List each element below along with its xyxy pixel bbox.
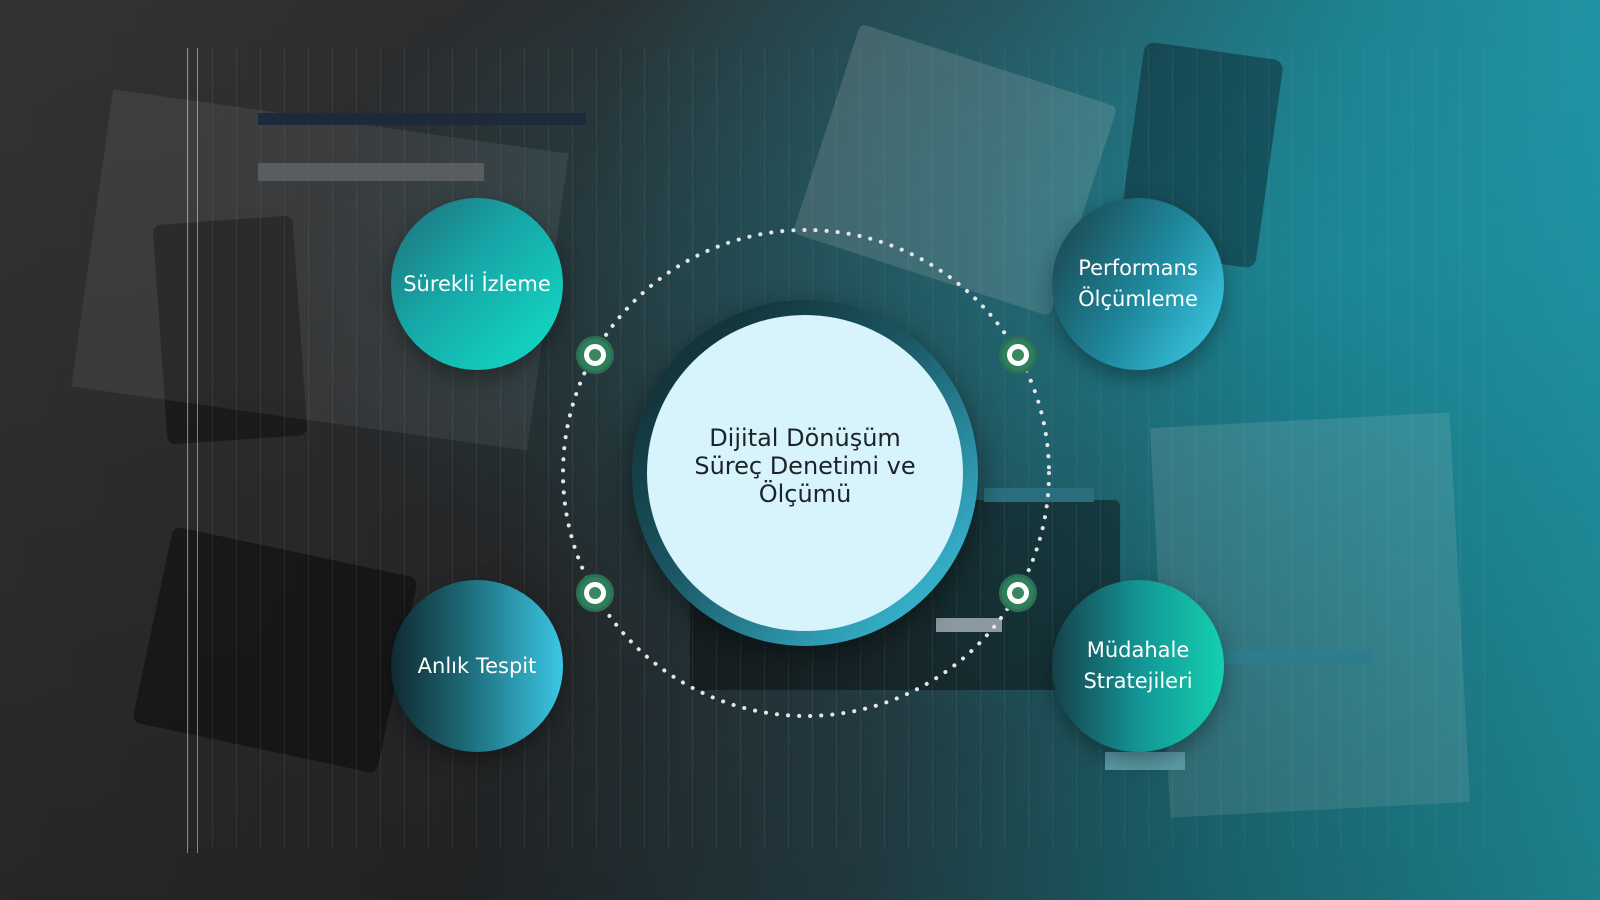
decorative-bar xyxy=(936,618,1002,632)
connector-dot-top-right xyxy=(999,336,1037,374)
connector-dot-bottom-left xyxy=(576,574,614,612)
decorative-bar xyxy=(1105,752,1185,770)
node-continuous-monitoring: Sürekli İzleme xyxy=(391,198,563,370)
node-instant-detection: Anlık Tespit xyxy=(391,580,563,752)
node-label: Performans Ölçümleme xyxy=(1078,256,1198,311)
node-performance-measurement: Performans Ölçümleme xyxy=(1052,198,1224,370)
decorative-vertical-line xyxy=(187,48,188,853)
node-label: Anlık Tespit xyxy=(417,653,537,678)
dotted-ring xyxy=(561,228,1051,718)
center-circle: Dijital Dönüşüm Süreç Denetimi ve Ölçümü xyxy=(647,315,963,631)
node-label: Sürekli İzleme xyxy=(403,271,551,296)
connector-dot-top-left xyxy=(576,336,614,374)
center-title: Dijital Dönüşüm Süreç Denetimi ve Ölçümü xyxy=(694,424,916,508)
decorative-vertical-line xyxy=(197,48,198,853)
node-intervention-strategies: Müdahale Stratejileri xyxy=(1052,580,1224,752)
node-label: Müdahale Stratejileri xyxy=(1083,638,1193,693)
decorative-bar xyxy=(258,163,484,181)
decorative-bar xyxy=(1212,650,1372,664)
connector-dot-bottom-right xyxy=(999,574,1037,612)
decorative-bar xyxy=(258,113,586,125)
decorative-bar xyxy=(984,488,1094,502)
